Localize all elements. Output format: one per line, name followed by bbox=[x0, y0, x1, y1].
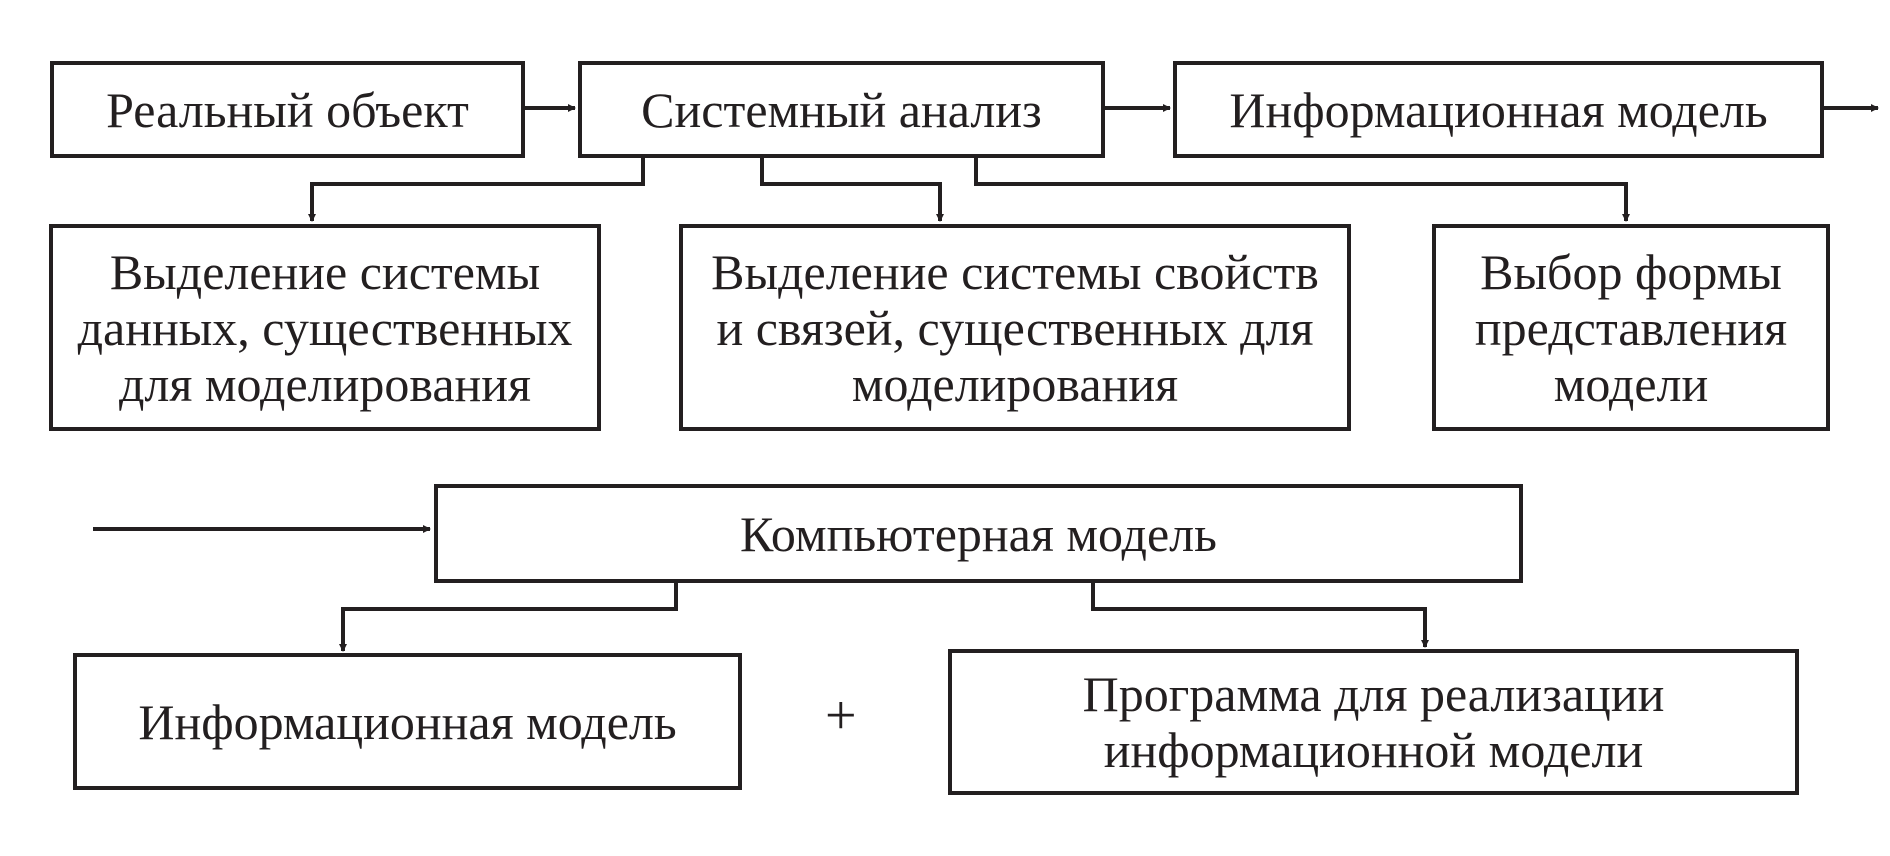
computer-model-label: Компьютерная модель bbox=[740, 505, 1217, 562]
information-model-top-label: Информационная модель bbox=[1229, 81, 1768, 138]
program-line-1: Программа для реализации bbox=[1082, 666, 1665, 722]
information-model-bottom-label: Информационная модель bbox=[138, 693, 677, 750]
arrow-analysis-to-props-links bbox=[760, 157, 944, 222]
form-choice-box: Выбор формы представления модели bbox=[1432, 224, 1830, 431]
system-analysis-box: Системный анализ bbox=[578, 61, 1105, 158]
form-choice-line-2: представления bbox=[1474, 299, 1788, 356]
arrow-analysis-to-data-system bbox=[308, 157, 645, 222]
properties-links-line-2: и связей, существенных для bbox=[716, 299, 1314, 356]
arrow-analysis-to-form-choice bbox=[974, 157, 1630, 222]
properties-links-line-3: моделирования bbox=[851, 355, 1179, 412]
system-analysis-label: Системный анализ bbox=[641, 81, 1042, 138]
properties-links-box: Выделение системы свойств и связей, суще… bbox=[679, 224, 1351, 431]
arrow-computer-to-infomodel bbox=[339, 581, 678, 652]
real-object-label: Реальный объект bbox=[106, 81, 469, 138]
data-system-line-3: для моделирования bbox=[118, 355, 532, 412]
form-choice-line-1: Выбор формы bbox=[1480, 243, 1782, 300]
form-choice-line-3: модели bbox=[1553, 355, 1709, 412]
program-box: Программа для реализации информационной … bbox=[948, 649, 1799, 795]
plus-sign: + bbox=[825, 685, 857, 747]
data-system-line-2: данных, существенных bbox=[77, 299, 573, 356]
computer-model-box: Компьютерная модель bbox=[434, 484, 1523, 583]
information-model-top-box: Информационная модель bbox=[1173, 61, 1824, 158]
data-system-line-1: Выделение системы bbox=[109, 243, 541, 300]
arrow-computer-to-program bbox=[1091, 581, 1429, 648]
data-system-box: Выделение системы данных, существенных д… bbox=[49, 224, 601, 431]
real-object-box: Реальный объект bbox=[50, 61, 525, 158]
properties-links-line-1: Выделение системы свойств bbox=[711, 243, 1319, 300]
program-line-2: информационной модели bbox=[1103, 722, 1644, 778]
information-model-bottom-box: Информационная модель bbox=[73, 653, 742, 790]
